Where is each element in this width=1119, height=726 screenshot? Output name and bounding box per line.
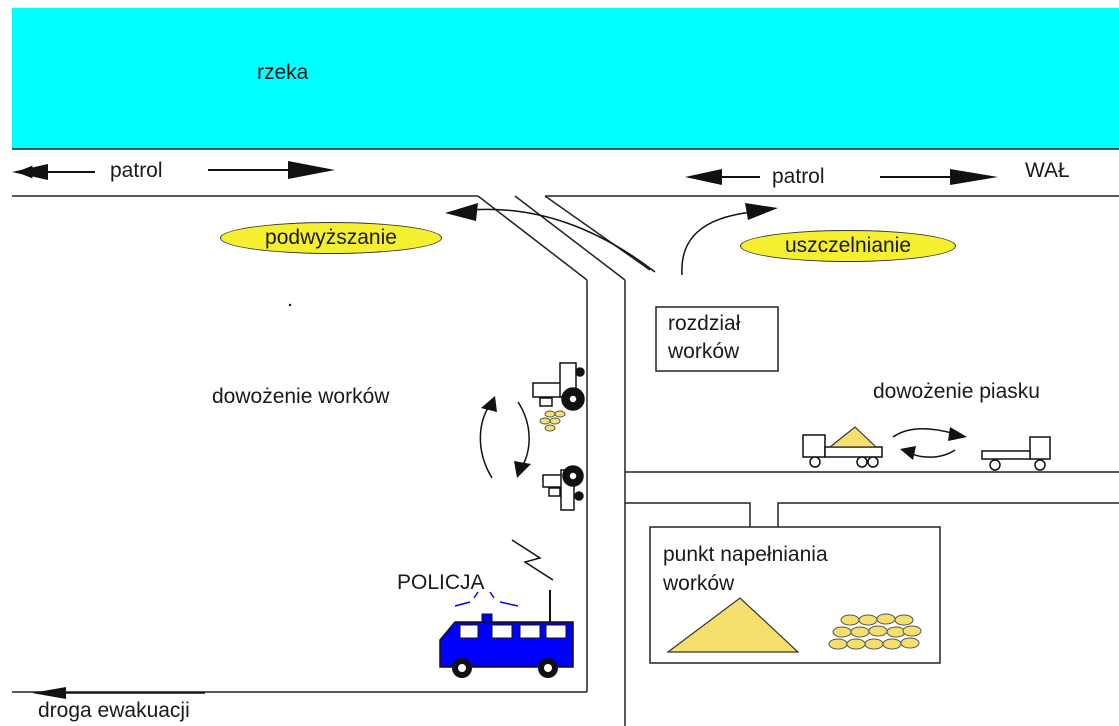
sand-pile [666,597,800,653]
police-van [439,590,574,678]
bag-transport-arrow-up [479,401,493,479]
patrol-left-arrowhead-left [12,164,48,180]
sand-transport-arrowhead-right [948,427,967,441]
sand-transport-arrowhead-left [900,446,916,460]
road-edge-2 [514,195,626,281]
bag-transport-arrowhead-down [514,461,531,478]
side-road-bottom-left [625,502,751,527]
raising-arrow [469,208,656,273]
river [12,8,1119,149]
patrol-right-arrowhead-right [950,169,998,185]
bag-transport-arrow-down [517,401,530,471]
side-road-bottom-right [777,502,1119,527]
patrol-label-right: patrol [772,165,825,188]
bag-transport-label: dowożenie worków [212,385,390,408]
patrol-left-arrowhead-right [288,161,335,179]
dot-mark [288,303,292,307]
dike-label: WAŁ [1025,159,1070,182]
empty-truck [981,436,1051,471]
patrol-right-arrowhead-left [685,169,722,185]
bag-distribution-box [655,306,779,372]
radio-signal-icon [511,539,554,581]
road-edge-3 [544,195,651,271]
evacuation-label: droga ewakuacji [38,699,190,722]
sandbag-pile [828,613,922,650]
sand-transport-arrow-left [909,449,956,458]
police-label: POLICJA [397,571,485,594]
sealing-arrow [681,211,753,276]
tractor-bottom [542,465,584,511]
sealing-task-badge: uszczelnianie [740,230,956,262]
raising-arrowhead [445,203,478,221]
bag-transport-arrowhead-up [481,396,497,412]
bag-distribution-line1: rozdział [668,312,741,335]
sealing-arrowhead [745,203,778,220]
tractor-top [532,362,585,432]
patrol-label-left: patrol [110,159,163,182]
filling-point-line2: worków [663,572,735,595]
evacuation-arrowhead [32,687,66,699]
filling-point-line1: punkt napełniania [663,543,828,566]
sand-truck [802,426,883,468]
sand-transport-arrow-right [892,428,956,438]
river-label: rzeka [257,61,309,84]
bag-distribution-line2: worków [668,340,740,363]
raising-task-badge: podwyższanie [220,222,442,254]
sand-transport-label: dowożenie piasku [873,380,1040,403]
